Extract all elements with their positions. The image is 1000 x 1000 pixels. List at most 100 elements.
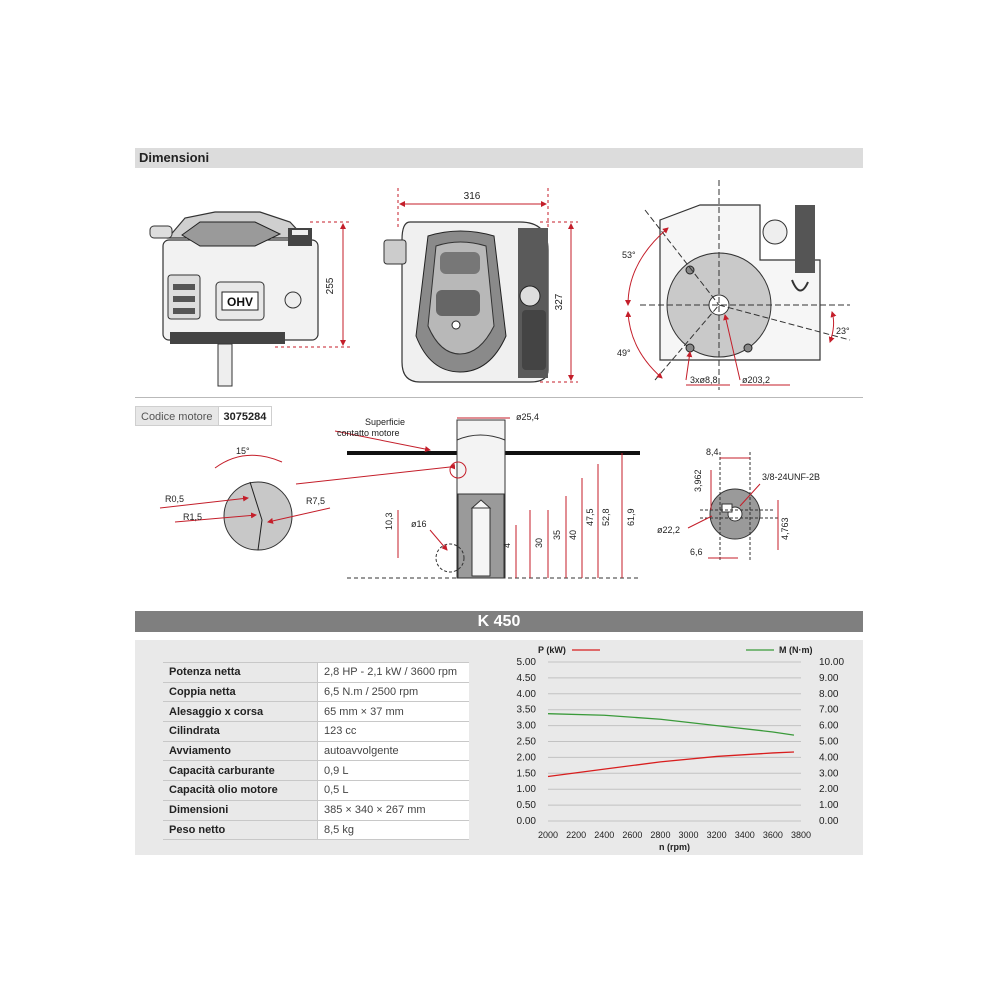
x-tick-label: 2800 xyxy=(650,830,670,840)
spec-value: 65 mm × 37 mm xyxy=(317,701,469,723)
dia-25-4: ø25,4 xyxy=(516,412,539,422)
x-tick-label: 2000 xyxy=(538,830,558,840)
engine-drawings-top: OHV 255 316 327 xyxy=(149,180,851,390)
y-right-tick-label: 1.00 xyxy=(819,800,839,811)
y-left-tick-label: 0.00 xyxy=(517,816,537,827)
spec-key: Capacità olio motore xyxy=(163,780,318,801)
spec-key: Cilindrata xyxy=(163,721,318,742)
spec-key: Peso netto xyxy=(163,820,318,841)
spec-value: autoavvolgente xyxy=(317,741,469,762)
surface-label-1: Superficie xyxy=(365,417,405,427)
x-tick-label: 3800 xyxy=(791,830,811,840)
y-left-tick-label: 5.00 xyxy=(517,657,537,668)
shaft-drawings: 15° R0,5 R1,5 R7,5 Superficie contatto m… xyxy=(159,412,820,579)
series-line-power xyxy=(547,751,795,778)
spec-key: Potenza netta xyxy=(163,662,318,683)
x-tick-label: 3400 xyxy=(735,830,755,840)
thread-label: 3/8-24UNF-2B xyxy=(762,472,820,482)
engine-code-label: Codice motore xyxy=(135,406,219,426)
key-r75: R7,5 xyxy=(306,496,325,506)
y-left-tick-label: 1.50 xyxy=(517,768,537,779)
x-tick-label: 3200 xyxy=(707,830,727,840)
legend-torque-label: M (N·m) xyxy=(779,645,813,655)
crankshaft-section: Superficie contatto motore ø25,4 ø16 10,… xyxy=(334,412,640,579)
y-right-tick-label: 7.00 xyxy=(819,705,839,716)
dim-4-763: 4,763 xyxy=(780,517,790,540)
spec-key: Avviamento xyxy=(163,741,318,762)
x-tick-label: 2400 xyxy=(594,830,614,840)
bolt-circle-label: ø203,2 xyxy=(742,375,770,385)
angle-53: 53° xyxy=(622,250,636,260)
spec-value: 8,5 kg xyxy=(317,820,469,841)
dim-35: 35 xyxy=(552,530,562,540)
angle-49: 49° xyxy=(617,348,631,358)
key-r15: R1,5 xyxy=(183,512,202,522)
dim-10-3: 10,3 xyxy=(384,512,394,530)
x-axis-label: n (rpm) xyxy=(659,842,690,852)
y-left-tick-label: 2.00 xyxy=(517,752,537,763)
engine-flange-view: 53° 49° 23° 3xø8,8 ø203,2 xyxy=(617,180,851,390)
holes-label: 3xø8,8 xyxy=(690,375,718,385)
divider-1 xyxy=(135,397,863,398)
dim-height-327: 327 xyxy=(554,293,565,310)
key-angle-15: 15° xyxy=(236,446,250,456)
model-title: K 450 xyxy=(135,611,863,632)
dia-22-2: ø22,2 xyxy=(657,525,680,535)
y-left-tick-label: 0.50 xyxy=(517,800,537,811)
spec-value: 2,8 HP - 2,1 kW / 3600 rpm xyxy=(317,662,469,683)
engine-code-value: 3075284 xyxy=(218,406,273,426)
y-right-tick-label: 2.00 xyxy=(819,784,839,795)
dia-16: ø16 xyxy=(411,519,427,529)
x-tick-label: 3600 xyxy=(763,830,783,840)
dim-8-4: 8,4 xyxy=(706,447,719,457)
x-tick-label: 2600 xyxy=(622,830,642,840)
spec-value: 385 × 340 × 267 mm xyxy=(317,800,469,821)
engine-side-view: 316 327 xyxy=(383,188,578,383)
shaft-cross-section: 8,4 3,962 3/8-24UNF-2B ø22,2 4,763 6,6 xyxy=(657,447,820,560)
dim-width-316: 316 xyxy=(464,191,481,202)
spec-value: 123 cc xyxy=(317,721,469,742)
y-right-tick-label: 4.00 xyxy=(819,752,839,763)
y-left-tick-label: 4.50 xyxy=(517,673,537,684)
engine-front-view: OHV 255 xyxy=(149,211,350,387)
spec-value: 6,5 N.m / 2500 rpm xyxy=(317,682,469,703)
y-left-tick-label: 1.00 xyxy=(517,784,537,795)
y-left-tick-label: 2.50 xyxy=(517,737,537,748)
engine-code-box: Codice motore 3075284 xyxy=(135,406,273,426)
y-left-tick-label: 3.50 xyxy=(517,705,537,716)
x-tick-label: 2200 xyxy=(566,830,586,840)
dim-30: 30 xyxy=(534,538,544,548)
spec-key: Dimensioni xyxy=(163,800,318,821)
dim-4: 4 xyxy=(502,543,512,548)
chart-background xyxy=(490,640,860,855)
series-line-torque xyxy=(547,713,795,736)
spec-key: Capacità carburante xyxy=(163,760,318,782)
dim-3-962: 3,962 xyxy=(693,469,703,492)
key-detail: 15° R0,5 R1,5 R7,5 xyxy=(159,446,456,551)
dim-height-255: 255 xyxy=(325,277,336,294)
dim-47-5: 47,5 xyxy=(585,508,595,526)
y-right-tick-label: 9.00 xyxy=(819,673,839,684)
y-right-tick-label: 6.00 xyxy=(819,721,839,732)
key-r05: R0,5 xyxy=(165,494,184,504)
surface-label-2: contatto motore xyxy=(337,428,400,438)
spec-value: 0,5 L xyxy=(317,780,469,801)
x-tick-label: 3000 xyxy=(679,830,699,840)
legend-power-label: P (kW) xyxy=(538,645,566,655)
y-right-tick-label: 5.00 xyxy=(819,737,839,748)
spec-key: Alesaggio x corsa xyxy=(163,701,318,723)
y-right-tick-label: 10.00 xyxy=(819,657,844,668)
angle-23: 23° xyxy=(836,326,850,336)
ohv-label: OHV xyxy=(227,295,253,309)
dim-61-9: 61,9 xyxy=(626,508,636,526)
